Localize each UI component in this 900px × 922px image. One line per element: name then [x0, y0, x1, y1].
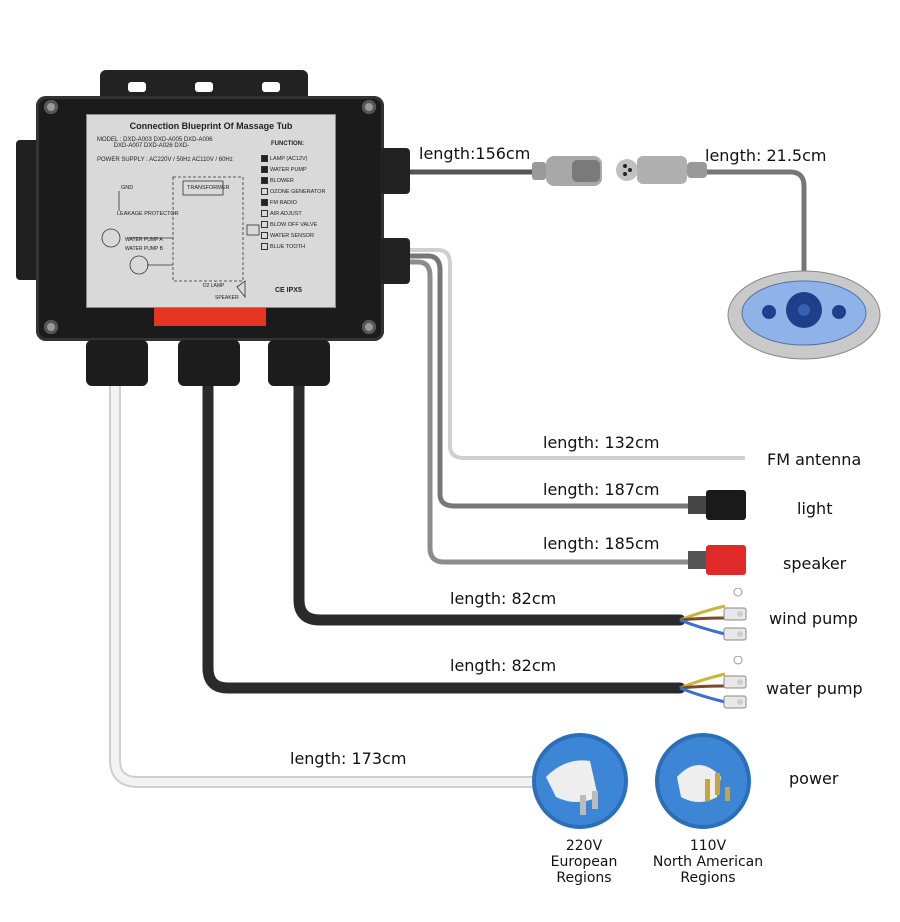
fm-antenna-label: FM antenna [767, 450, 862, 469]
checkbox-icon [261, 243, 268, 250]
water-pump-b-label: WATER PUMP B [125, 246, 163, 252]
function-item: BLOWER [261, 177, 294, 184]
function-item: AIR ADJUST [261, 210, 302, 217]
male-connector-icon [616, 156, 707, 184]
checkbox-icon [261, 232, 268, 239]
speaker-label: speaker [783, 554, 847, 573]
gnd-label: GND [121, 185, 134, 191]
screw [44, 100, 58, 114]
us-plug-icon [655, 733, 751, 829]
connection-label-plate: Connection Blueprint Of Massage Tub MODE… [86, 114, 336, 308]
transformer-label: TRANSFORMER [187, 185, 230, 191]
wind-pump-label: wind pump [769, 609, 858, 628]
panel-cable-length: length:156cm [419, 144, 531, 163]
checkbox-icon [261, 199, 268, 206]
female-connector-icon [532, 156, 602, 186]
checkbox-icon [261, 155, 268, 162]
function-item: LAMP (AC12V) [261, 155, 308, 162]
speaker-plate-label: SPEAKER [215, 295, 239, 301]
water-pump-terminals-icon [723, 656, 747, 709]
light-cable [390, 253, 690, 509]
wind-pump-cable [293, 374, 686, 626]
cable-gland-water-pump [178, 340, 240, 386]
checkbox-icon [261, 177, 268, 184]
warning-sticker [154, 308, 266, 326]
light-length: length: 187cm [543, 480, 660, 499]
speaker-cable [390, 259, 690, 565]
water-pump-length: length: 82cm [450, 656, 557, 675]
water-pump-a-label: WATER PUMP A [125, 237, 163, 243]
eu-plug-icon [532, 733, 628, 829]
certification-mark: CE IPX5 [275, 287, 302, 294]
function-item: OZONE GENERATOR [261, 188, 325, 195]
power-cable [109, 374, 546, 788]
function-item: BLOW OFF VALVE [261, 221, 317, 228]
model-line: MODEL : DXD-A003 DXD-A005 DXD-A006 DXD-A… [97, 137, 213, 149]
control-panel-icon [727, 270, 881, 360]
eu-plug-caption: 220V European Regions [550, 838, 618, 886]
function-item: WATER SENSOR [261, 232, 314, 239]
bracket-hole [195, 82, 213, 92]
schematic-lines [101, 176, 260, 299]
checkbox-icon [261, 221, 268, 228]
wind-pump-length: length: 82cm [450, 589, 557, 608]
power-label: power [789, 769, 839, 788]
d2-lamp-label: D2 LAMP [203, 283, 225, 289]
fm-antenna-cable [390, 248, 745, 460]
wind-pump-terminals-icon [723, 588, 747, 641]
screw [44, 320, 58, 334]
light-plug-icon [688, 490, 746, 520]
checkbox-icon [261, 210, 268, 217]
fm-antenna-length: length: 132cm [543, 433, 660, 452]
screw [362, 320, 376, 334]
water-pump-cable [202, 374, 686, 694]
checkbox-icon [261, 166, 268, 173]
leakage-label: LEAKAGE PROTECTOR [117, 211, 179, 217]
panel-lead [705, 169, 807, 272]
function-item: FM RADIO [261, 199, 297, 206]
function-item: BLUE TOOTH [261, 243, 305, 250]
speaker-plug-icon [688, 545, 746, 575]
power-supply-line: POWER SUPPLY : AC220V / 50Hz AC110V / 60… [97, 157, 233, 163]
water-pump-label: water pump [766, 679, 863, 698]
cable-gland-power [86, 340, 148, 386]
checkbox-icon [261, 188, 268, 195]
function-title: FUNCTION: [271, 141, 304, 147]
panel-lead-length: length: 21.5cm [705, 146, 827, 165]
screw [362, 100, 376, 114]
speaker-length: length: 185cm [543, 534, 660, 553]
light-label: light [797, 499, 833, 518]
cable-gland-wind-pump [268, 340, 330, 386]
panel-port [380, 148, 410, 194]
bracket-hole [262, 82, 280, 92]
accessory-port [380, 238, 410, 284]
function-item: WATER PUMP [261, 166, 307, 173]
power-length: length: 173cm [290, 749, 407, 768]
plate-title: Connection Blueprint Of Massage Tub [129, 121, 293, 131]
bracket-hole [128, 82, 146, 92]
na-plug-caption: 110V North American Regions [652, 838, 764, 886]
